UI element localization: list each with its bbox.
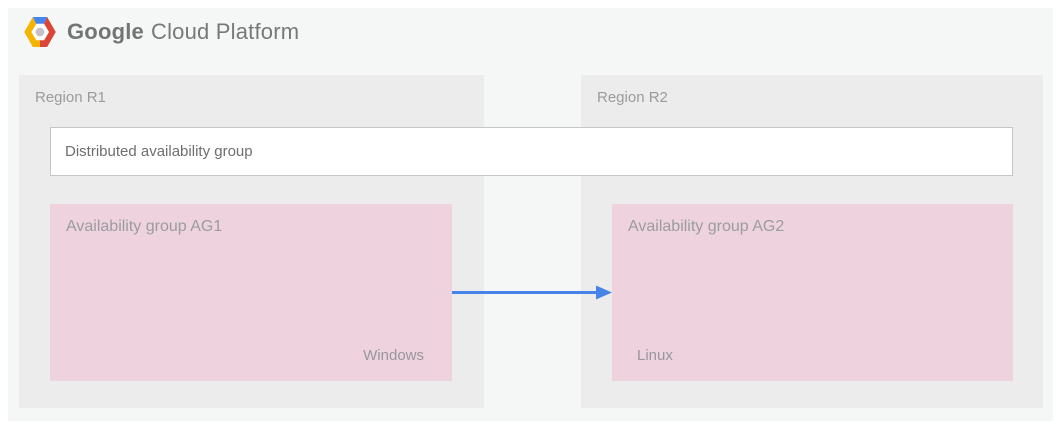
region-r1-label: Region R1 [35, 89, 106, 106]
logo-brand-text: Google [67, 19, 144, 44]
diagram-canvas: Google Cloud Platform Region R1 Region R… [8, 8, 1053, 421]
ag1-os-label: Windows [363, 347, 424, 364]
distributed-availability-group-box: Distributed availability group [50, 127, 1013, 176]
replication-arrow-icon [452, 285, 612, 300]
gcp-hexagon-icon [24, 17, 56, 47]
ag2-os-label: Linux [637, 347, 673, 364]
availability-group-ag2-box: Availability group AG2 Linux [612, 204, 1013, 381]
availability-group-ag2-label: Availability group AG2 [628, 218, 785, 235]
distributed-availability-group-label: Distributed availability group [65, 143, 253, 160]
availability-group-ag1-label: Availability group AG1 [66, 218, 223, 235]
gcp-logo: Google Cloud Platform [22, 14, 299, 50]
logo-product-text: Cloud Platform [150, 19, 300, 44]
region-r2-label: Region R2 [597, 89, 668, 106]
availability-group-ag1-box: Availability group AG1 Windows [50, 204, 452, 381]
